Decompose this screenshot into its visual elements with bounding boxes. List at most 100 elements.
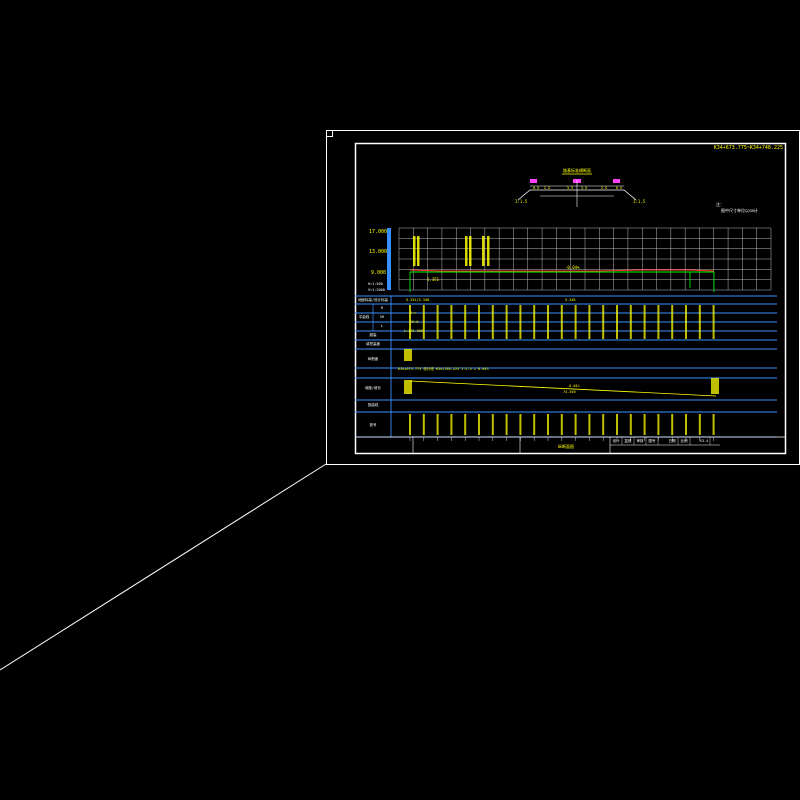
station-col-lower-3 xyxy=(450,414,453,435)
cross-dim-4: 2.5 xyxy=(601,186,607,190)
row-label-station: 桩号 xyxy=(370,422,378,427)
cross-dim-1: 2.5 xyxy=(544,186,550,190)
cross-dim-0: 0.5 xyxy=(533,186,539,190)
station-col-lower-2 xyxy=(436,414,439,435)
station-col-upper-8 xyxy=(519,305,522,339)
row-label-r: R xyxy=(381,306,384,310)
profile-lines: -0.04% 5.351 xyxy=(409,236,715,292)
station-col-lower-7 xyxy=(505,414,508,435)
leader-line xyxy=(0,463,327,671)
sheet-border-outer xyxy=(326,130,800,465)
slope-start-marker xyxy=(404,380,412,394)
station-col-lower-8 xyxy=(519,414,522,435)
grade-label: -0.04% xyxy=(565,265,580,270)
section-caption: 路基标准横断面 xyxy=(563,167,591,173)
tb-cell-5: 比例 xyxy=(681,438,689,443)
row-label-long: 纵断面 xyxy=(368,356,379,361)
row-label-super: 超高 xyxy=(370,332,378,337)
profile-grid xyxy=(398,227,772,291)
value-r: R=∞ xyxy=(410,311,416,315)
station-col-upper-20 xyxy=(685,305,687,339)
row-label-fill: 填挖高度 xyxy=(366,341,380,346)
marker-right xyxy=(613,179,620,183)
station-col-lower-19 xyxy=(671,414,674,435)
scale-h: H=1:500 xyxy=(368,282,383,286)
station-col-upper-7 xyxy=(505,305,508,339)
station-col-upper-1 xyxy=(422,305,425,339)
tb-cell-0: 设计 xyxy=(613,438,621,443)
station-col-lower-17 xyxy=(643,414,646,435)
slope-right: 1:1.5 xyxy=(633,199,646,204)
station-col-lower-5 xyxy=(478,414,480,435)
station-col-upper-21 xyxy=(698,305,701,339)
vertical-annotation-3 xyxy=(469,236,472,266)
tb-center-title: 纵断面图 xyxy=(558,443,574,449)
title-block-cells: 设计复核审核图号 日期比例 S3-4 xyxy=(613,437,711,445)
row-label-curve: 平曲线 xyxy=(359,314,370,319)
slope-left: 1:1.5 xyxy=(515,199,528,204)
cross-dim-3: 3.5 xyxy=(581,186,587,190)
tb-cell-1: 复核 xyxy=(625,438,633,443)
tb-cell-6: S3-4 xyxy=(700,439,708,443)
station-col-lower-13 xyxy=(588,414,591,435)
station-col-upper-16 xyxy=(629,305,632,339)
row-label-vc: 竖曲线 xyxy=(368,402,379,407)
row-label-l: L xyxy=(381,324,383,328)
tb-cell-2: 审核 xyxy=(637,438,645,443)
elevation-bar xyxy=(387,228,391,290)
value-slope: -0.04% xyxy=(567,384,581,388)
station-col-upper-19 xyxy=(671,305,674,339)
station-col-upper-14 xyxy=(602,305,605,339)
note-text: 图中尺寸单位以cm计 xyxy=(721,207,758,213)
vertical-annotation-4 xyxy=(482,236,485,266)
marker-left xyxy=(530,179,537,183)
station-col-lower-12 xyxy=(574,414,577,435)
station-col-upper-2 xyxy=(436,305,439,339)
ground-line xyxy=(409,269,715,272)
station-col-lower-18 xyxy=(657,414,660,435)
row-label-slope: 坡度/坡长 xyxy=(365,385,382,390)
station-col-lower-6 xyxy=(491,414,494,435)
station-col-upper-5 xyxy=(478,305,480,339)
tb-cell-3: 图号 xyxy=(649,438,657,443)
value-sh: SH=0 xyxy=(410,320,418,324)
corner-grip[interactable] xyxy=(326,130,333,137)
station-col-upper-11 xyxy=(560,305,563,339)
design-elev: 5.351 xyxy=(427,277,440,282)
fill-marker xyxy=(404,349,412,361)
station-col-upper-15 xyxy=(616,305,618,339)
note-label: 注： xyxy=(716,201,724,207)
station-col-upper-0 xyxy=(409,305,411,339)
station-col-lower-22 xyxy=(712,414,715,435)
station-col-upper-10 xyxy=(547,305,549,339)
tb-cell-4: 日期 xyxy=(669,438,677,443)
station-col-upper-17 xyxy=(643,305,646,339)
title-ref: K34+673.775~K34+748.225 xyxy=(714,145,783,151)
station-col-lower-10 xyxy=(547,414,549,435)
elevation-axis: 17.000 13.000 9.000 H=1:500 V=1:2000 xyxy=(368,228,391,292)
title-block: 设计复核审核图号 日期比例 S3-4 纵断面图 xyxy=(355,436,785,453)
vertical-annotation-0 xyxy=(413,236,416,266)
vertical-annotation-2 xyxy=(465,236,468,266)
vertical-annotation-5 xyxy=(487,236,490,266)
value-long: K34+673.775 设计线 K34+748.225 1:1.5 + 0.04… xyxy=(398,366,489,371)
vertical-labels xyxy=(413,236,490,266)
cross-dim-5: 0.5 xyxy=(616,186,622,190)
station-col-lower-0 xyxy=(409,414,411,435)
sheet-border-inner xyxy=(354,142,787,455)
station-col-upper-22 xyxy=(712,305,715,339)
slope-end-marker xyxy=(711,378,719,394)
station-col-lower-20 xyxy=(685,414,687,435)
vertical-annotation-1 xyxy=(417,236,420,266)
station-col-lower-11 xyxy=(560,414,563,435)
station-col-upper-12 xyxy=(574,305,577,339)
station-col-upper-13 xyxy=(588,305,591,339)
station-col-lower-15 xyxy=(616,414,618,435)
row-label-elev: 地面标高/设计标高 xyxy=(358,297,389,302)
station-col-lower-14 xyxy=(602,414,605,435)
station-col-lower-9 xyxy=(533,414,536,435)
station-col-upper-3 xyxy=(450,305,453,339)
